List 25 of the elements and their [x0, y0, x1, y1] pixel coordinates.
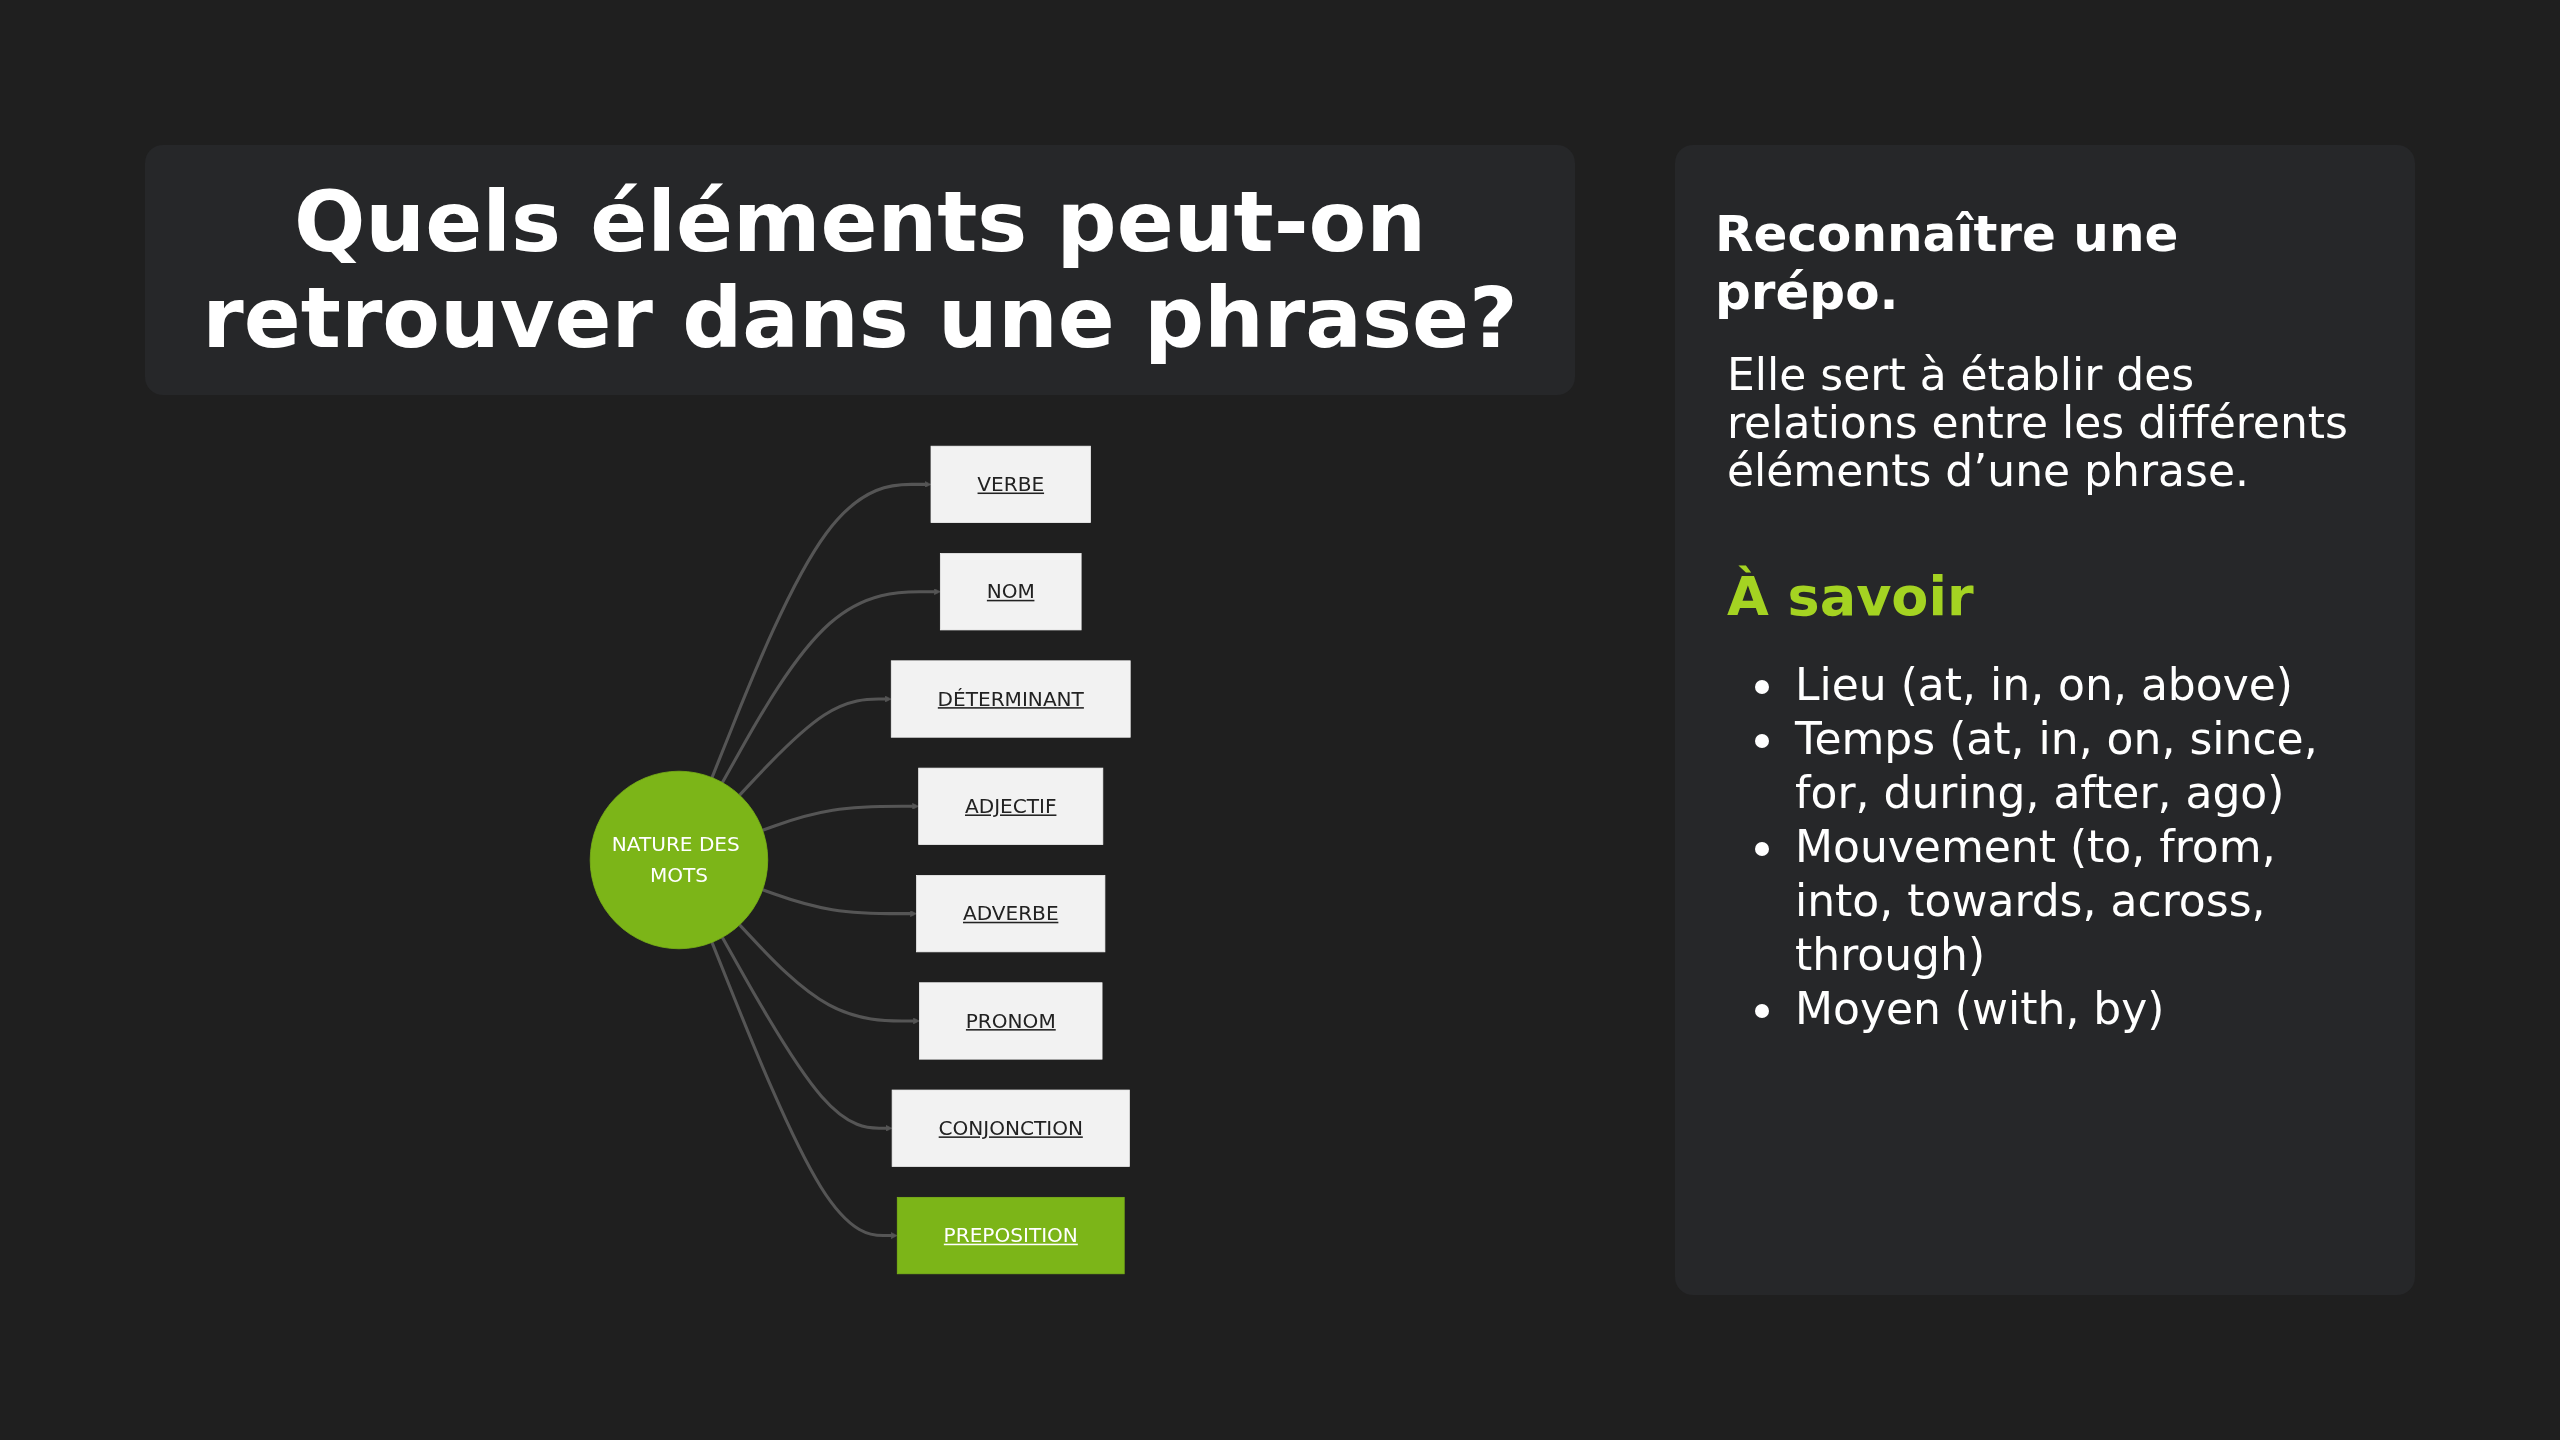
arrow	[710, 481, 932, 779]
title: Quels éléments peut-on retrouver dans une phrase?	[145, 145, 1575, 395]
node-box: ADJECTIF	[918, 767, 1103, 845]
node-box: VERBE	[930, 445, 1091, 523]
list-item: Moyen (with, by)	[1795, 983, 2165, 1034]
node-circle: NATURE DES MOTS	[589, 770, 768, 950]
section-heading: À savoir	[1727, 565, 1975, 628]
list-item: Lieu (at, in, on, above)	[1795, 659, 2293, 710]
arrow	[738, 695, 892, 797]
arrow	[720, 936, 893, 1132]
description-text: Elle sert à établir des relations entre les différents éléments d’une phrase.	[1727, 351, 2349, 495]
node-box: PRONOM	[918, 982, 1103, 1060]
list-item: Mouvement (to, from, into, towards, across, through)	[1795, 821, 2276, 980]
panel-heading: Reconnaître une prépo.	[1715, 205, 2180, 321]
arrow	[710, 941, 898, 1239]
list-item: Temps (at, in, on, since, for, during, after, ago)	[1795, 713, 2318, 818]
arrow	[738, 923, 920, 1025]
node-box: DÉTERMINANT	[890, 660, 1131, 738]
node-box: ADVERBE	[916, 875, 1106, 953]
arrow	[720, 588, 941, 784]
node-box: NOM	[939, 553, 1082, 631]
arrow	[761, 802, 919, 832]
node-box: CONJONCTION	[891, 1089, 1130, 1167]
arrow	[761, 888, 917, 918]
node-box: PREPOSITION	[896, 1197, 1125, 1275]
